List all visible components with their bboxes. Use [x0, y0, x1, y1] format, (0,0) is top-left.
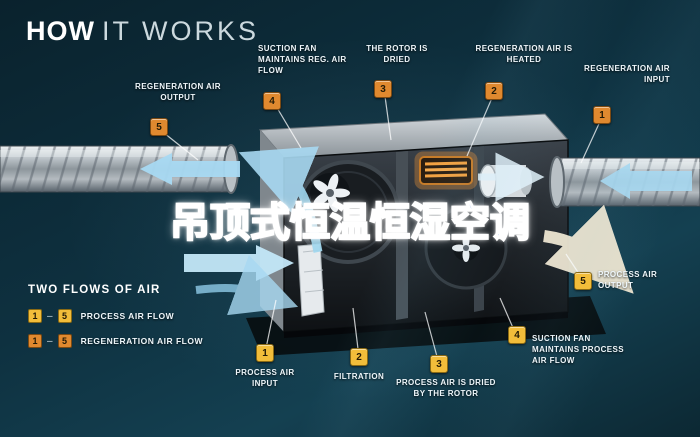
callout-label-process-air-output: PROCESS AIR OUTPUT [598, 270, 658, 290]
callout-badge-regen-1: 1 [593, 106, 611, 124]
callout-label-regeneration-air-input: REGENERATION AIR INPUT [584, 64, 670, 84]
legend-row-process: 1 – 5 PROCESS AIR FLOW [28, 309, 203, 323]
callout-badge-process-1: 1 [256, 344, 274, 362]
process-input-arrow-2 [195, 254, 299, 316]
callout-label-regeneration-air-heated: REGENERATION AIR IS HEATED [475, 44, 573, 64]
airflow-arrows [140, 146, 692, 316]
regeneration-output-arrow [140, 153, 240, 185]
callout-label-filtration: FILTRATION [333, 372, 385, 381]
legend-heading: TWO FLOWS OF AIR [28, 284, 161, 296]
right-duct-flange [549, 156, 565, 208]
title-how: HOW [26, 16, 95, 46]
legend-badge-regen-first: 1 [28, 334, 42, 348]
process-fan [424, 206, 508, 290]
interior-divider [396, 151, 408, 320]
callout-badge-process-5: 5 [574, 272, 592, 290]
heater [414, 151, 478, 190]
callout-badge-process-4: 4 [508, 326, 526, 344]
legend-label-regeneration-air-flow: REGENERATION AIR FLOW [80, 336, 203, 346]
legend: TWO FLOWS OF AIR 1 – 5 PROCESS AIR FLOW … [28, 284, 203, 359]
internal-flow-arrow [238, 146, 323, 253]
legend-row-regeneration: 1 – 5 REGENERATION AIR FLOW [28, 334, 203, 348]
callout-badge-process-3: 3 [430, 355, 448, 373]
title-it-works: IT WORKS [101, 16, 259, 46]
legend-badge-regen-last: 5 [57, 334, 72, 348]
legend-range-dash: – [47, 310, 53, 322]
callout-badge-regen-3: 3 [374, 80, 392, 98]
callout-label-process-air-dried: PROCESS AIR IS DRIED BY THE ROTOR [396, 378, 496, 398]
callout-label-suction-fan-process: SUCTION FAN MAINTAINS PROCESS AIR FLOW [532, 334, 624, 365]
callout-label-suction-fan-reg: SUCTION FAN MAINTAINS REG. AIR FLOW [258, 44, 347, 75]
legend-badge-process-first: 1 [28, 309, 42, 323]
filter-panel [297, 243, 325, 317]
callout-badge-process-2: 2 [350, 348, 368, 366]
callout-label-rotor-is-dried: THE ROTOR IS DRIED [366, 44, 428, 64]
legend-range-dash-2: – [47, 335, 53, 347]
process-output-arrow [543, 204, 634, 294]
suction-fan [310, 173, 350, 213]
callout-badge-regen-5: 5 [150, 118, 168, 136]
legend-badge-process-last: 5 [57, 309, 72, 323]
callout-badge-regen-2: 2 [485, 82, 503, 100]
callout-label-process-air-input: PROCESS AIR INPUT [235, 368, 295, 388]
regeneration-input-arrow [600, 163, 692, 199]
legend-label-process-air-flow: PROCESS AIR FLOW [80, 311, 175, 321]
watermark-text: 吊顶式恒温恒湿空调 [169, 199, 531, 247]
callout-badge-regen-4: 4 [263, 92, 281, 110]
callout-label-regeneration-air-output: REGENERATION AIR OUTPUT [135, 82, 221, 102]
